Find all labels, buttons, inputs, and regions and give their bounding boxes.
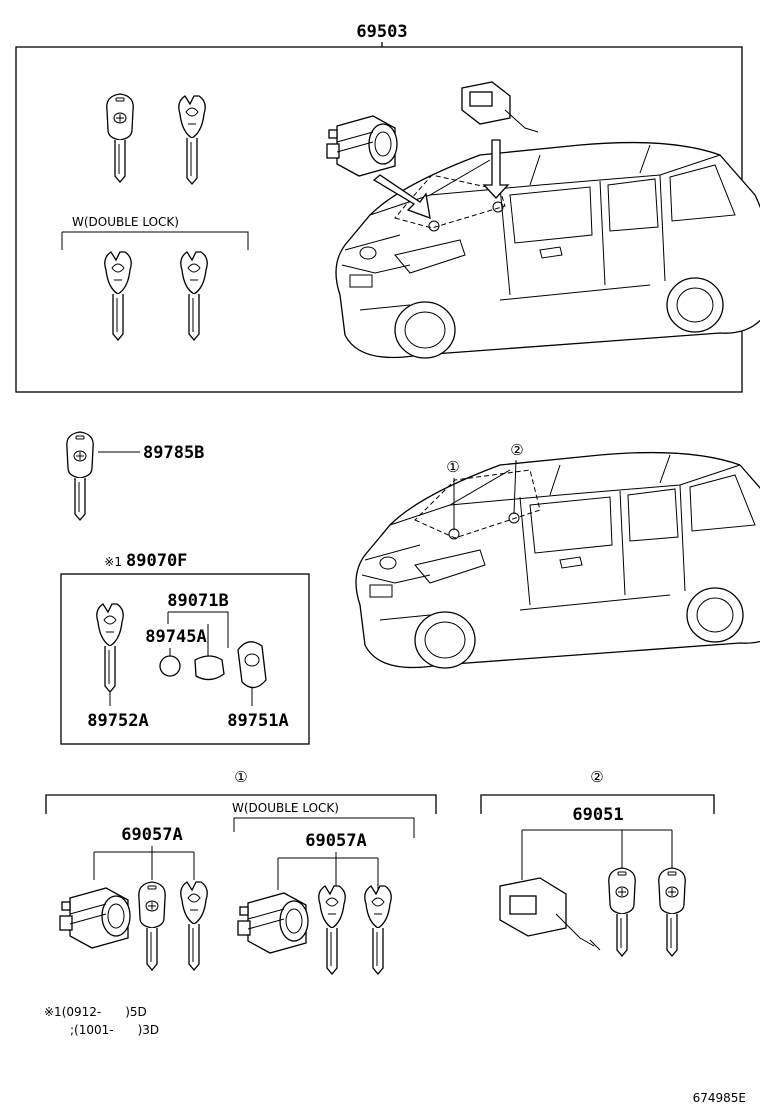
key-toyota-icon <box>608 867 636 957</box>
label-top-assembly: 69503 <box>356 22 407 42</box>
key-toyota-icon <box>106 93 134 183</box>
key-flame-icon <box>180 881 208 971</box>
label-double-lock-bottom: W(DOUBLE LOCK) <box>232 801 339 815</box>
key-flame-icon <box>318 885 346 975</box>
key-plate-icon <box>96 603 124 693</box>
note-line-2: ;(1001- )3D <box>70 1023 159 1037</box>
label-key-plate: 89752A <box>87 711 148 731</box>
remote-set-frame <box>60 573 310 745</box>
key-flame-icon <box>180 251 208 341</box>
label-cylinder-set-b: 69057A <box>305 831 366 851</box>
transmitter-icon <box>237 641 267 689</box>
key-toyota-icon <box>138 881 166 971</box>
label-battery: 89745A <box>145 627 206 647</box>
label-double-lock-top: W(DOUBLE LOCK) <box>72 215 179 229</box>
callout-2: ② <box>510 441 523 459</box>
callout-1: ① <box>446 458 459 476</box>
group1-label: ① <box>234 768 247 786</box>
label-remote-set: 89070F <box>126 551 187 571</box>
cylinder-icon <box>237 892 309 954</box>
key-flame-icon <box>178 95 206 185</box>
label-cylinder-set-2: 69051 <box>572 805 623 825</box>
door-cylinder-icon <box>326 115 398 177</box>
key-blank-icon <box>66 431 94 521</box>
label-remote-set-mark: ※1 <box>104 555 122 569</box>
battery-icon <box>159 655 181 677</box>
note-line-1: ※1(0912- )5D <box>44 1005 147 1019</box>
label-key-blank: 89785B <box>143 443 204 463</box>
car-bottom-icon <box>355 451 760 669</box>
label-remote-case: 89071B <box>167 591 228 611</box>
cylinder-icon <box>59 887 131 949</box>
key-flame-icon <box>104 251 132 341</box>
label-transmitter: 89751A <box>227 711 288 731</box>
label-cylinder-set-a: 69057A <box>121 825 182 845</box>
remote-case-icon <box>194 655 225 681</box>
key-toyota-icon <box>658 867 686 957</box>
car-top-icon <box>335 141 760 359</box>
group2-label: ② <box>590 768 603 786</box>
key-flame-icon <box>364 885 392 975</box>
figure-code: 674985E <box>693 1091 746 1105</box>
